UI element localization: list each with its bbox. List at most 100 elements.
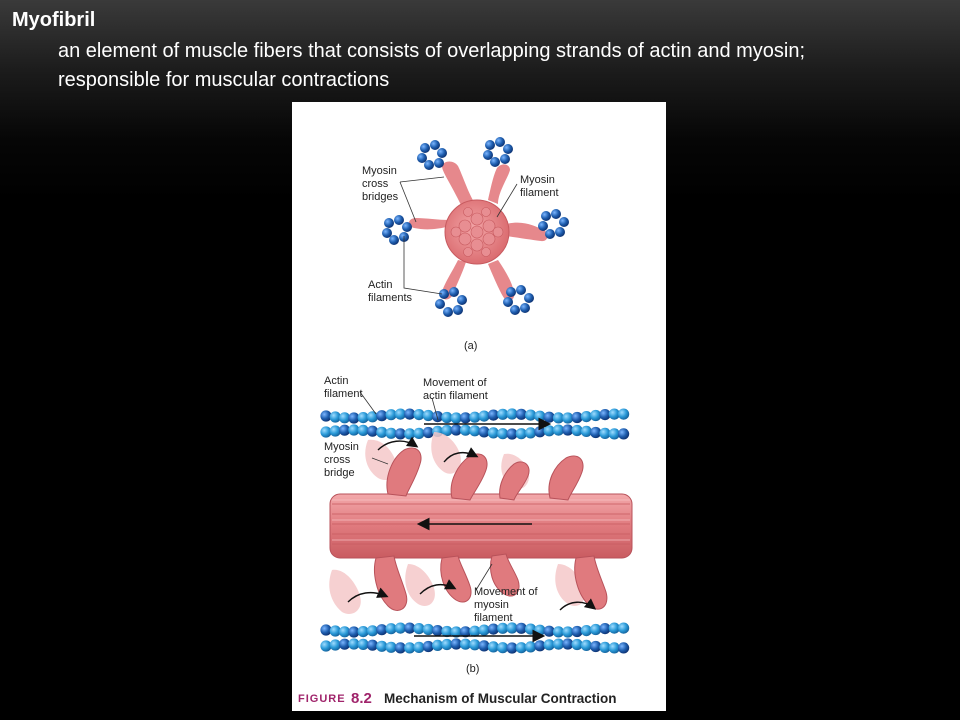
- figure-panel: Myosin cross bridges Myosin filament Act…: [292, 102, 666, 711]
- actin-bead: [441, 638, 453, 651]
- actin-filament-bottom: [320, 622, 630, 654]
- actin-bead: [394, 408, 406, 420]
- actin-bead: [422, 623, 434, 636]
- actin-bead: [478, 640, 490, 652]
- actin-bead: [506, 642, 518, 654]
- actin-cluster: [538, 209, 569, 239]
- actin-bead: [552, 412, 565, 424]
- actin-bead: [590, 623, 602, 636]
- actin-bead: [469, 625, 481, 637]
- myosin-subunits: [450, 207, 504, 257]
- actin-bead: [366, 411, 379, 423]
- actin-bead: [580, 625, 592, 637]
- actin-bead: [515, 408, 527, 420]
- actin-bead: [590, 640, 602, 653]
- actin-bead: [348, 412, 360, 424]
- actin-bead: [376, 426, 388, 438]
- caption-title: Mechanism of Muscular Contraction: [384, 691, 617, 706]
- actin-bead: [599, 641, 611, 654]
- actin-bead: [385, 427, 397, 439]
- actin-bead: [385, 409, 397, 421]
- actin-bead: [618, 408, 630, 420]
- actin-bead: [366, 425, 379, 437]
- figure-caption: FIGURE 8.2 Mechanism of Muscular Contrac…: [298, 690, 617, 707]
- actin-bead: [459, 412, 472, 424]
- myosin-cross-bridges-upper: [386, 447, 584, 501]
- actin-bead: [357, 638, 369, 651]
- actin-bead: [385, 641, 397, 653]
- actin-bead: [329, 425, 341, 437]
- actin-bead: [376, 640, 388, 652]
- actin-bead: [543, 639, 555, 651]
- actin-bead: [608, 408, 620, 420]
- actin-bead: [608, 642, 620, 654]
- actin-bead: [525, 409, 537, 421]
- actin-bead: [422, 640, 434, 653]
- actin-bead: [580, 425, 592, 437]
- caption-figure-number: 8.2: [351, 690, 372, 707]
- actin-bead: [478, 410, 490, 422]
- actin-bead: [357, 626, 369, 638]
- actin-bead: [320, 410, 332, 422]
- panel-b-label: (b): [466, 663, 479, 675]
- slide-term: Myofibril: [12, 9, 96, 31]
- actin-bead: [562, 638, 574, 650]
- actin-bead: [599, 427, 611, 439]
- actin-bead: [394, 642, 406, 654]
- actin-bead: [348, 638, 360, 650]
- actin-bead: [432, 625, 444, 637]
- actin-bead: [478, 426, 490, 438]
- actin-bead: [459, 638, 472, 650]
- actin-bead: [329, 639, 341, 651]
- slide-definition: an element of muscle fibers that consist…: [58, 40, 806, 91]
- actin-bead: [562, 412, 574, 424]
- panel-a-label: (a): [464, 340, 477, 352]
- label-myosin-cross-bridge: Myosin cross bridge: [324, 441, 362, 479]
- actin-bead: [450, 424, 462, 436]
- actin-bead: [580, 639, 592, 652]
- actin-bead: [571, 424, 583, 437]
- sliding-filament-diagram: Actin filament Movement of actin filamen…: [320, 375, 633, 675]
- actin-bead: [552, 626, 565, 638]
- actin-bead: [552, 638, 565, 650]
- actin-bead: [590, 409, 602, 422]
- actin-bead: [357, 424, 369, 436]
- actin-bead: [413, 409, 425, 421]
- actin-cluster: [435, 287, 467, 317]
- actin-bead: [571, 625, 583, 638]
- actin-bead: [339, 412, 351, 424]
- actin-bead: [366, 625, 379, 637]
- actin-bead: [618, 642, 630, 654]
- actin-bead: [394, 428, 406, 440]
- label-actin-filament: Actin filament: [324, 375, 363, 400]
- actin-bead: [441, 625, 453, 638]
- actin-bead: [329, 411, 341, 423]
- actin-bead: [487, 427, 499, 439]
- actin-bead: [432, 639, 444, 652]
- actin-bead: [404, 408, 416, 420]
- actin-filament-top: [320, 408, 630, 440]
- actin-bead: [441, 424, 453, 437]
- leader-lines-b: [359, 391, 493, 591]
- actin-bead: [571, 638, 583, 651]
- actin-bead: [469, 411, 481, 423]
- actin-bead: [459, 424, 472, 436]
- actin-bead: [552, 424, 565, 436]
- actin-cluster: [417, 140, 447, 170]
- actin-bead: [497, 428, 509, 440]
- actin-bead: [562, 626, 574, 638]
- actin-bead: [422, 409, 434, 422]
- actin-bead: [618, 622, 630, 634]
- actin-bead: [608, 428, 620, 440]
- actin-bead: [497, 408, 509, 420]
- actin-bead: [432, 411, 444, 423]
- actin-bead: [534, 640, 546, 652]
- label-movement-actin: Movement of actin filament: [423, 377, 490, 402]
- actin-bead: [599, 409, 611, 421]
- actin-bead: [348, 626, 360, 638]
- actin-bead: [413, 623, 425, 635]
- actin-bead: [590, 426, 602, 439]
- actin-bead: [487, 641, 499, 653]
- actin-bead: [469, 425, 481, 437]
- label-myosin-cross-bridges: Myosin cross bridges: [362, 165, 400, 203]
